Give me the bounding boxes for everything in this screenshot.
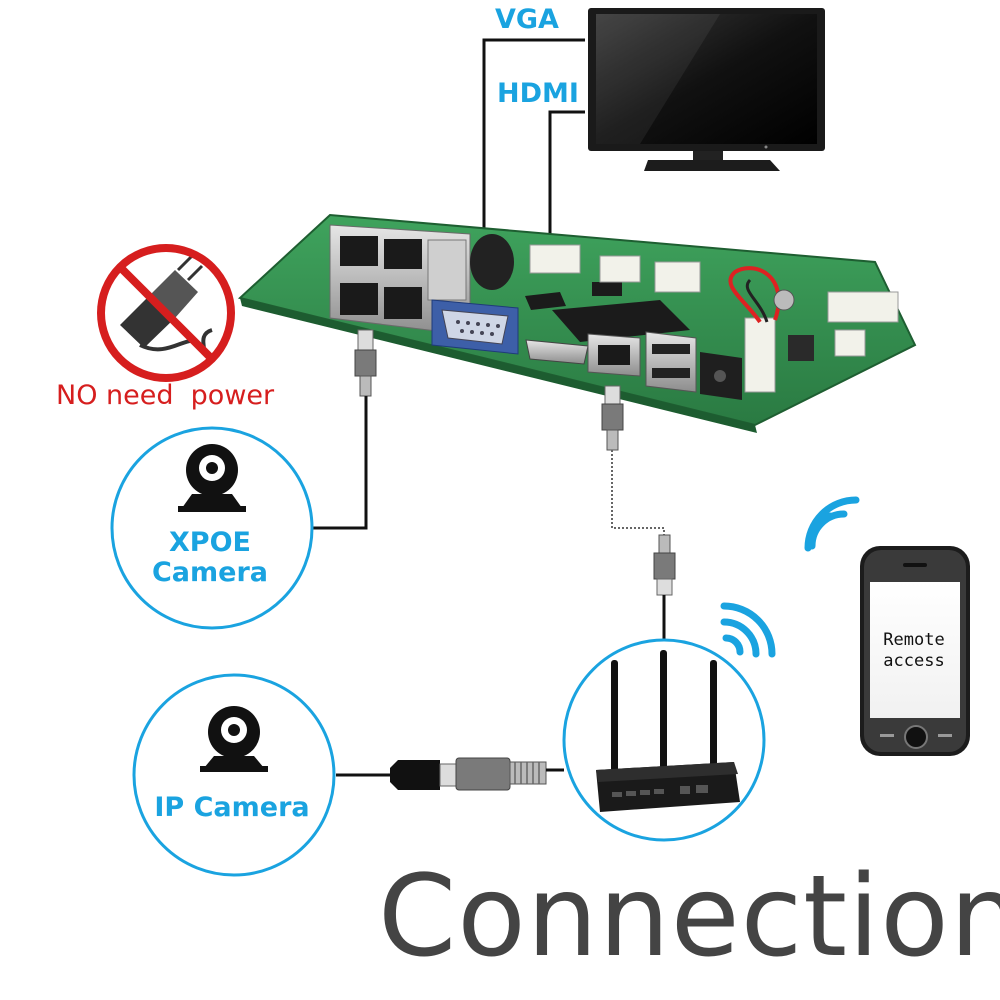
- remote-access-label: Remote access: [868, 630, 960, 672]
- xpoe-label-line2: Camera: [151, 557, 268, 588]
- wifi-icon: [720, 602, 776, 658]
- router-circle: [562, 638, 766, 842]
- page-title: Connection: [378, 852, 1000, 982]
- ip-camera-cable: [336, 757, 564, 791]
- nvr-board: [237, 213, 917, 433]
- xpoe-camera-circle: [110, 426, 314, 630]
- rj45-plug-icon: [439, 757, 547, 791]
- vga-port: [431, 299, 519, 355]
- rj45-plug-icon: [601, 385, 624, 451]
- webcam-icon: [200, 706, 268, 772]
- prohibited-icon: [97, 244, 235, 382]
- wifi-icon: [804, 496, 860, 552]
- rj45-plug-icon: [354, 329, 377, 397]
- smartphone-icon: [860, 546, 970, 756]
- vga-label: VGA: [495, 4, 559, 35]
- monitor-icon: [588, 8, 825, 171]
- lan-cable: [601, 385, 676, 640]
- ip-camera-label: IP Camera: [154, 792, 310, 823]
- xpoe-label-line1: XPOE: [168, 527, 251, 558]
- webcam-icon: [178, 444, 246, 512]
- no-power-label: NO need power: [56, 380, 275, 411]
- router-icon: [596, 650, 740, 812]
- remote-label-line2: access: [883, 651, 945, 671]
- usb-ports: [645, 331, 697, 393]
- rj45-ports: [329, 224, 471, 336]
- ip-camera-circle: [132, 673, 336, 877]
- xpoe-camera-label: XPOE Camera: [110, 528, 310, 588]
- hdmi-label: HDMI: [497, 78, 579, 109]
- power-adapter-icon: [120, 254, 213, 352]
- remote-label-line1: Remote: [883, 630, 945, 650]
- rj45-plug-icon: [653, 534, 676, 596]
- hdmi-port: [525, 339, 589, 365]
- xpoe-cable: [312, 329, 377, 530]
